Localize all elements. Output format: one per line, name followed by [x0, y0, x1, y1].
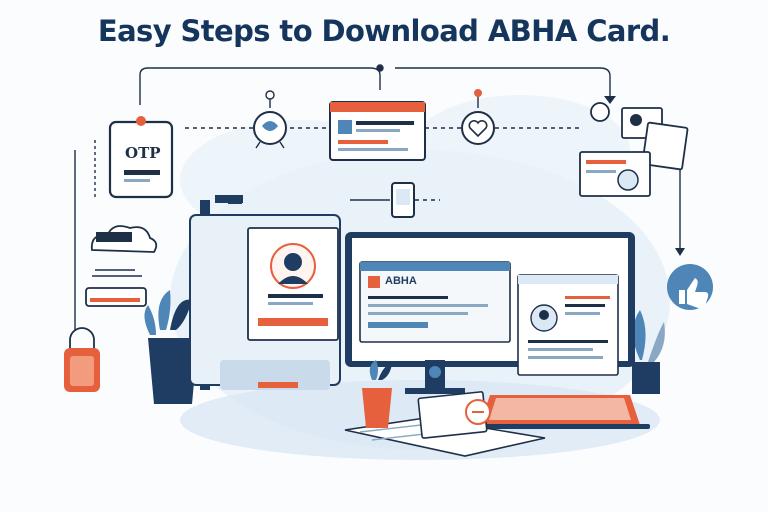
printer-icon: [85, 225, 158, 307]
main-monitor: ABHA: [345, 232, 635, 394]
browser-card-icon: [329, 101, 426, 161]
user-docs-icon: [579, 102, 689, 197]
id-card-monitor: [189, 214, 341, 390]
plant-icon: [144, 290, 198, 404]
mobile-phone-icon: [391, 182, 415, 218]
heart-icon: [461, 89, 495, 145]
otp-label: OTP: [125, 144, 161, 162]
abha-label: ABHA: [385, 275, 417, 287]
lock-icon: [64, 327, 100, 392]
laptop-icon: [470, 395, 650, 429]
thumbs-up-icon: [667, 264, 713, 310]
plant-icon-right: [632, 310, 665, 394]
desk-papers: [344, 391, 546, 457]
heart-shield-icon: [253, 90, 287, 149]
page-title: Easy Steps to Download ABHA Card.: [97, 14, 671, 48]
pot-plant-icon: [362, 360, 392, 428]
otp-phone-icon: OTP: [108, 116, 174, 199]
